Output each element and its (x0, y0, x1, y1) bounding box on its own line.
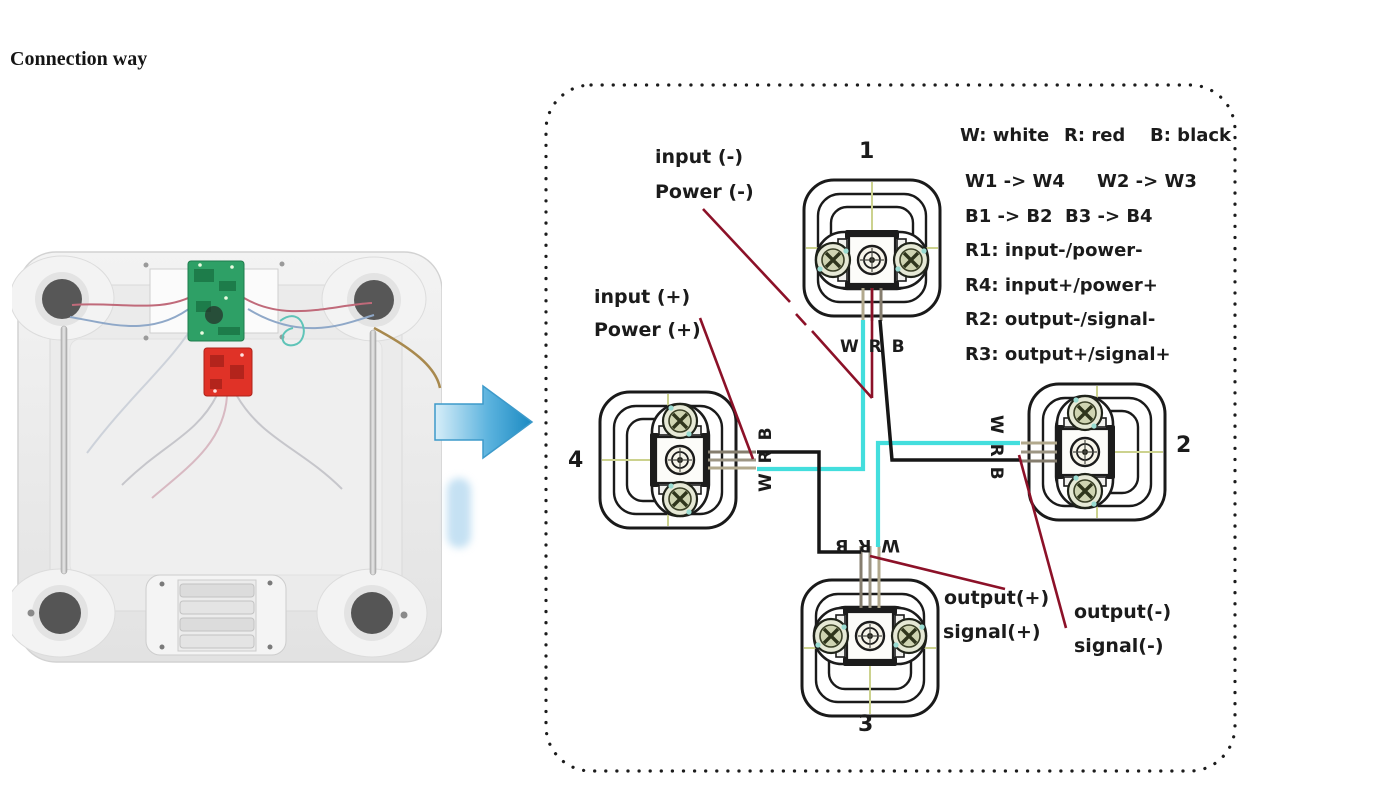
wire-label-cell1: W R B (840, 337, 907, 357)
legend-role-r3: R3: output+/signal+ (965, 344, 1171, 365)
scale-feet (12, 255, 428, 658)
green-pcb (187, 260, 245, 342)
pointer-output-minus (1017, 454, 1068, 629)
pointer-input-plus (698, 317, 755, 460)
wire-label-cell4: W R B (756, 425, 776, 492)
page-title: Connection way (10, 48, 148, 70)
callout-input-minus-line1: input (-) (655, 146, 744, 168)
legend-link-w1-w4: W1 -> W4 (965, 171, 1065, 192)
red-pcb (203, 347, 253, 397)
callout-output-minus-line1: output(-) (1074, 601, 1172, 623)
load-cell-4-number: 4 (568, 448, 584, 473)
arrow-right-icon (434, 384, 534, 460)
callout-output-minus-line2: signal(-) (1074, 635, 1164, 657)
diagram-dashed-border (544, 83, 1237, 773)
wire-white-2-to-3 (875, 440, 1020, 547)
wire-black-1-to-2 (878, 319, 1020, 462)
battery-compartment (145, 574, 287, 656)
legend-link-b1-b2: B1 -> B2 (965, 206, 1053, 227)
callout-input-plus-line1: input (+) (594, 286, 691, 308)
callout-output-plus-line1: output(+) (944, 587, 1050, 609)
legend-key-black: B: black (1150, 125, 1232, 146)
pointer-output-plus (869, 554, 1006, 591)
legend-role-r2: R2: output-/signal- (965, 309, 1156, 330)
legend-role-r1: R1: input-/power- (965, 240, 1143, 261)
callout-output-plus-line2: signal(+) (943, 621, 1041, 643)
callout-input-minus-line2: Power (-) (655, 181, 754, 203)
wire-white-1-to-4 (757, 320, 866, 472)
red-pointer-lines (698, 208, 1068, 629)
load-cell-3-number: 3 (858, 712, 874, 737)
callout-input-plus-line2: Power (+) (594, 319, 701, 341)
legend-role-r4: R4: input+/power+ (965, 275, 1158, 296)
pointer-input-minus (702, 208, 873, 399)
wire-black-4-to-3 (757, 450, 861, 554)
legend-key-red: R: red (1064, 125, 1126, 146)
wire-label-cell3: W R B (833, 535, 900, 555)
load-cell-1-number: 1 (859, 139, 875, 164)
load-cell-2-number: 2 (1176, 433, 1192, 458)
right-rod (369, 329, 377, 576)
scale-photo (12, 251, 442, 663)
legend-link-w2-w3: W2 -> W3 (1097, 171, 1197, 192)
legend-key-white: W: white (960, 125, 1050, 146)
wire-label-cell2: W R B (986, 415, 1006, 482)
legend-link-b3-b4: B3 -> B4 (1065, 206, 1153, 227)
left-rod (60, 325, 68, 575)
photo-blue-artifact (447, 478, 471, 548)
